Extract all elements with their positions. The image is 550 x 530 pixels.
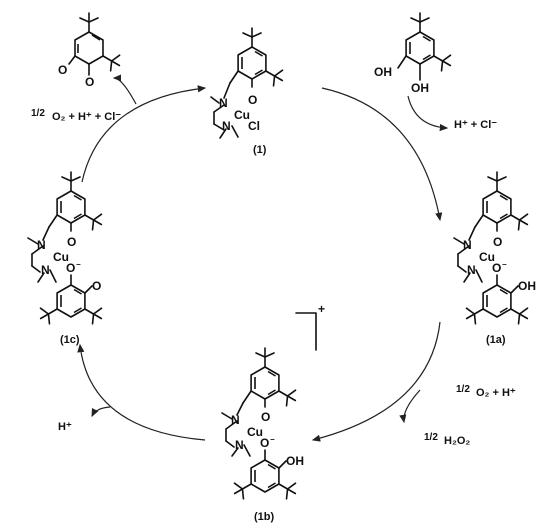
reagent-o2-h: O₂ + H⁺ xyxy=(476,387,516,399)
reagent-o2-h-cl: O₂ + H⁺ + Cl⁻ xyxy=(52,111,121,123)
arrow-h2o2-out xyxy=(399,389,421,424)
compound-1b: N N Cu O O − OH (1b) xyxy=(221,348,304,523)
phenoxy-oxygen-1b: O xyxy=(260,436,269,450)
copper-1a: Cu xyxy=(479,250,495,264)
quinone: O O xyxy=(58,12,125,89)
label-1c: (1c) xyxy=(60,334,80,346)
hydroxyl-1b: OH xyxy=(286,454,304,468)
oxygen-1a: O xyxy=(493,235,502,249)
quinone-oxygen-1: O xyxy=(58,63,67,77)
oxygen-1: O xyxy=(248,93,257,107)
copper-1b: Cu xyxy=(247,425,263,439)
fraction-right-out: 1/2 xyxy=(424,432,438,443)
reagent-h-cl: H⁺ + Cl⁻ xyxy=(454,119,497,131)
nitrogen-bottom-1: N xyxy=(222,119,231,133)
fraction-top-left: 1/2 xyxy=(31,108,45,119)
reagent-right-out: 1/2 H₂O₂ xyxy=(424,432,470,447)
positive-charge: + xyxy=(318,302,325,316)
charge-bracket: + xyxy=(295,302,325,351)
quinone-oxygen-2: O xyxy=(85,75,94,89)
arrow-h-out xyxy=(91,406,111,418)
fraction-right-in: 1/2 xyxy=(456,384,470,395)
catechol: OH OH xyxy=(374,12,456,95)
copper-1: Cu xyxy=(234,108,250,122)
oxygen-1b: O xyxy=(261,410,270,424)
label-1b: (1b) xyxy=(254,511,275,523)
minus-charge-1a: − xyxy=(502,260,507,269)
chloride-1: Cl xyxy=(248,119,260,133)
label-1a: (1a) xyxy=(486,334,506,346)
arrow-release-h-cl xyxy=(407,95,449,132)
oxygen-1c: O xyxy=(67,235,76,249)
nitrogen-bottom-1a: N xyxy=(467,263,476,277)
nitrogen-top-1b: N xyxy=(231,413,240,427)
minus-charge-1b: − xyxy=(270,435,275,444)
copper-1c: Cu xyxy=(53,250,69,264)
compound-1c: N N Cu O O − O (1c) xyxy=(27,172,106,346)
reagent-right-in: 1/2 O₂ + H⁺ xyxy=(456,384,516,399)
arrow-1b-to-1c xyxy=(77,343,206,441)
compound-1: N N Cu O Cl (1) xyxy=(210,28,287,156)
reagent-top-left: 1/2 O₂ + H⁺ + Cl⁻ xyxy=(31,108,121,123)
arrow-1c-to-1 xyxy=(81,85,207,183)
product-h2o2: H₂O₂ xyxy=(444,435,470,447)
cycle-arrows xyxy=(77,74,449,442)
phenoxy-oxygen-1c: O xyxy=(66,261,75,275)
nitrogen-top-1a: N xyxy=(463,238,472,252)
arrow-1a-to-1b xyxy=(311,321,441,442)
nitrogen-bottom-1c: N xyxy=(41,263,50,277)
nitrogen-top-1c: N xyxy=(37,238,46,252)
nitrogen-top-1: N xyxy=(219,96,228,110)
hydroxyl-1a: OH xyxy=(518,279,536,293)
phenoxy-oxygen-1a: O xyxy=(492,261,501,275)
catechol-oh-1: OH xyxy=(374,65,392,79)
compound-1a: N N Cu O O − OH (1a) xyxy=(453,172,536,346)
label-1: (1) xyxy=(253,144,267,156)
arrow-release-quinone xyxy=(112,74,137,105)
product-h: H⁺ xyxy=(58,421,72,433)
catechol-oh-2: OH xyxy=(411,81,429,95)
nitrogen-bottom-1b: N xyxy=(235,438,244,452)
ketone-oxygen-1c: O xyxy=(92,279,101,293)
arrow-1-to-1a xyxy=(321,87,443,222)
minus-charge-1c: − xyxy=(76,260,81,269)
